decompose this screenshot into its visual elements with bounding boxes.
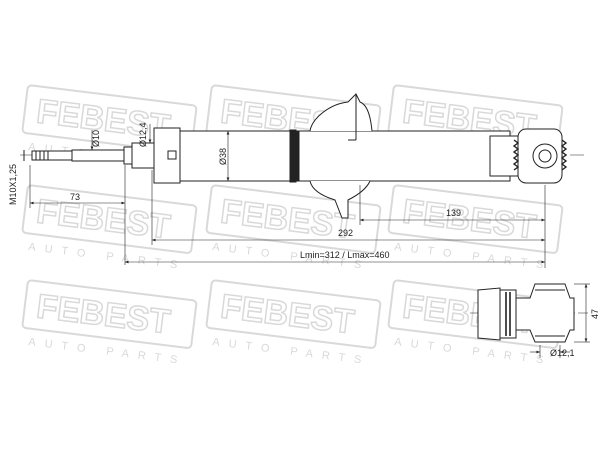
thread-spec-label: M10X1,25 bbox=[8, 164, 18, 205]
body-diameter-label: Ø38 bbox=[218, 148, 228, 165]
rod-collar bbox=[123, 146, 133, 165]
eye-bore-label: Ø12,1 bbox=[550, 348, 575, 358]
seal-ring bbox=[289, 129, 297, 183]
eye-inner-circle bbox=[538, 149, 552, 163]
rod-to-eye-label: 292 bbox=[338, 228, 353, 238]
shock-absorber bbox=[20, 93, 585, 268]
piston-rod bbox=[71, 149, 125, 162]
lower-tube bbox=[489, 135, 519, 177]
rod-length-label: 73 bbox=[70, 192, 80, 202]
bracket-to-eye-label: 139 bbox=[446, 208, 461, 218]
body-tube bbox=[179, 130, 511, 182]
detail-eye-body bbox=[515, 283, 575, 343]
eye-detail-view bbox=[470, 283, 590, 358]
detail-tube-end bbox=[477, 287, 501, 341]
rod-diameter-label: Ø10 bbox=[91, 130, 101, 147]
detail-collar bbox=[499, 289, 517, 339]
eye-width-label: 47 bbox=[590, 309, 600, 319]
length-range-label: Lmin=312 / Lmax=460 bbox=[300, 250, 390, 260]
thread-end bbox=[31, 150, 73, 161]
shoulder-diameter-label: Ø12,4 bbox=[138, 122, 148, 147]
watermark-logo: FEBEST bbox=[21, 184, 198, 254]
eye-outer-circle bbox=[532, 143, 558, 169]
